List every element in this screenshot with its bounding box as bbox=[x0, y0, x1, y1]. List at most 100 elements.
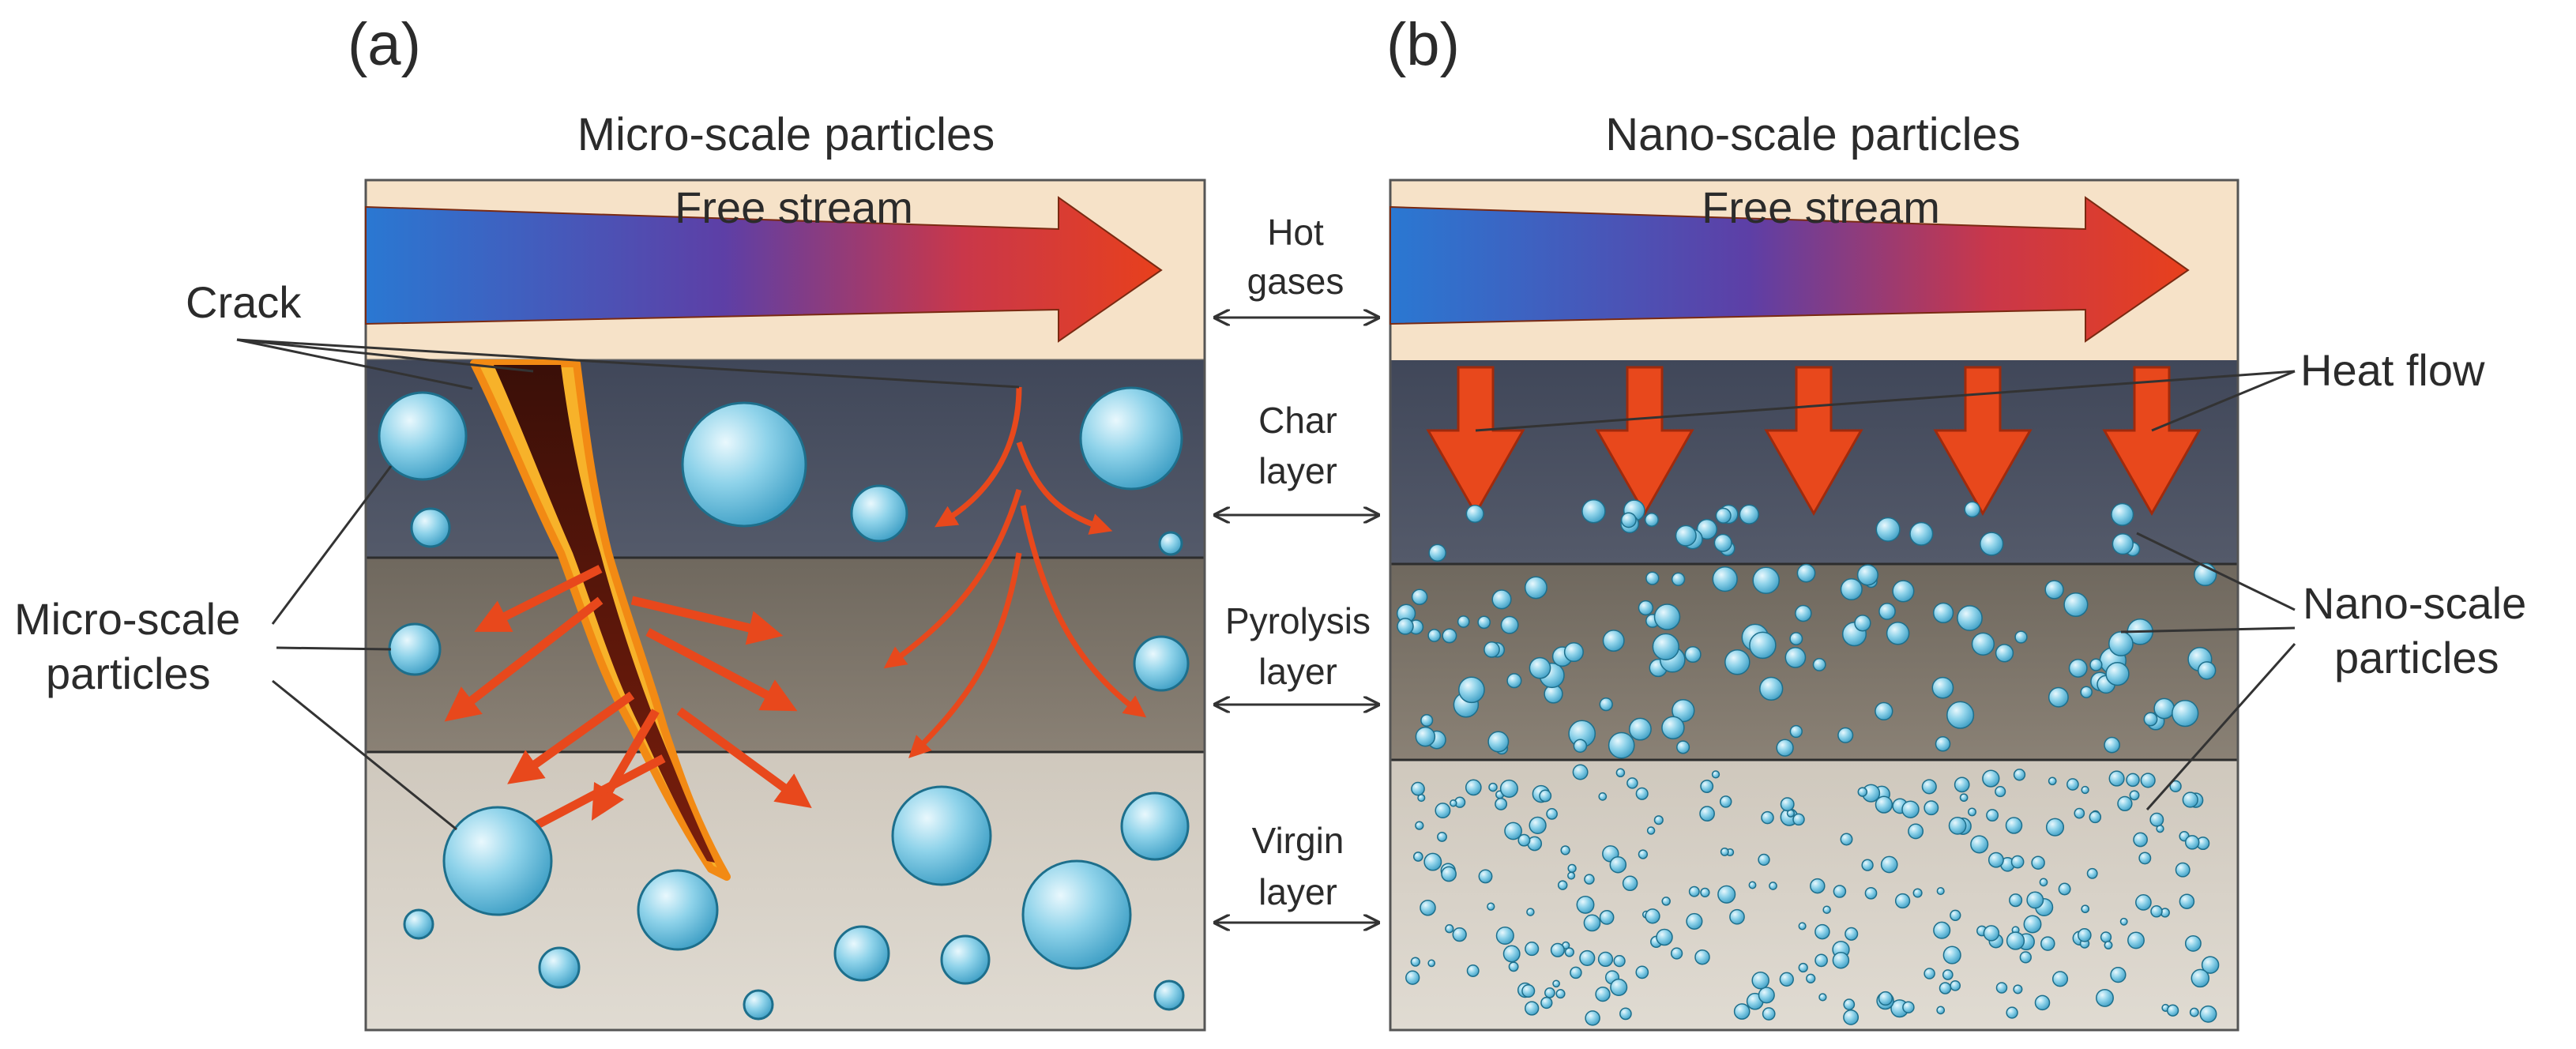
layer-labels: Hot gases Char layer Pyrolysis layer Vir… bbox=[1215, 212, 1378, 923]
particle bbox=[1635, 787, 1649, 800]
particle bbox=[637, 869, 719, 951]
particle bbox=[1661, 897, 1671, 906]
particle bbox=[1622, 875, 1638, 892]
heat-flow-label: Heat flow bbox=[2300, 345, 2485, 395]
particle bbox=[1585, 1010, 1600, 1026]
particle bbox=[1672, 698, 1695, 723]
particle bbox=[1861, 859, 1874, 871]
particle bbox=[940, 934, 991, 985]
particle bbox=[1894, 893, 1911, 909]
particle bbox=[1845, 927, 1859, 941]
particle bbox=[2089, 658, 2103, 671]
particle bbox=[2189, 1007, 2199, 1017]
particle bbox=[1769, 882, 1777, 890]
particle bbox=[1670, 947, 1683, 960]
particle bbox=[1957, 605, 1983, 631]
heat-branches-crack bbox=[444, 565, 812, 846]
particle bbox=[1878, 991, 1893, 1006]
particle bbox=[1427, 959, 1436, 968]
particle bbox=[1995, 786, 2006, 798]
particle bbox=[891, 785, 992, 886]
particle bbox=[1733, 1003, 1751, 1020]
particle bbox=[1397, 618, 1414, 635]
particle bbox=[1555, 989, 1566, 999]
heat-flow-arrow bbox=[1764, 366, 1863, 517]
particle bbox=[1120, 791, 1190, 861]
particle bbox=[1892, 580, 1915, 603]
particle bbox=[1762, 1007, 1776, 1021]
crack-label: Crack bbox=[186, 277, 302, 327]
particle bbox=[2086, 867, 2098, 879]
particle bbox=[1932, 602, 1954, 624]
particle bbox=[1595, 986, 1611, 1002]
particle bbox=[1671, 572, 1686, 586]
particle bbox=[1610, 978, 1628, 996]
particle bbox=[1153, 979, 1185, 1011]
particle bbox=[1645, 908, 1660, 924]
panel-b-tag: (b) bbox=[1386, 11, 1460, 78]
particle bbox=[1795, 604, 1812, 622]
particle bbox=[1525, 942, 1540, 957]
particle bbox=[1420, 713, 1434, 728]
particle bbox=[1864, 886, 1878, 900]
heat-branches-right bbox=[883, 386, 1147, 758]
particle bbox=[538, 946, 581, 989]
particle bbox=[1936, 887, 1945, 896]
particle bbox=[1570, 966, 1582, 979]
particle bbox=[2150, 905, 2163, 918]
particle bbox=[2048, 776, 2057, 786]
particle bbox=[1789, 632, 1803, 646]
particle bbox=[1780, 797, 1795, 812]
particle bbox=[2201, 956, 2220, 974]
particle bbox=[1465, 779, 1482, 796]
particle bbox=[2105, 661, 2130, 686]
particle bbox=[1466, 964, 1480, 977]
particle bbox=[2135, 894, 2152, 911]
particle bbox=[1526, 908, 1535, 916]
particle bbox=[1971, 632, 1995, 656]
particle bbox=[1818, 993, 1827, 1002]
particle bbox=[2110, 966, 2127, 983]
particle bbox=[2045, 818, 2065, 837]
particle bbox=[1954, 776, 1970, 793]
particle bbox=[1423, 852, 1442, 871]
particle bbox=[1613, 954, 1626, 968]
particle bbox=[2005, 817, 2023, 834]
particle bbox=[1840, 577, 1863, 601]
particle bbox=[1452, 927, 1467, 942]
nano-particles bbox=[1396, 498, 2220, 1026]
particle bbox=[1557, 880, 1568, 890]
particle bbox=[1584, 874, 1595, 885]
particle bbox=[1719, 795, 1732, 808]
particle bbox=[1759, 676, 1784, 701]
particle bbox=[1626, 777, 1638, 789]
particle bbox=[1857, 787, 1868, 797]
particle bbox=[1724, 649, 1751, 675]
particle bbox=[1700, 780, 1714, 793]
free-stream-label-b: Free stream bbox=[1702, 182, 1940, 232]
free-stream-arrow-b bbox=[1390, 196, 2190, 343]
particle bbox=[1644, 513, 1659, 527]
particle bbox=[1628, 717, 1652, 741]
particle bbox=[1405, 970, 1420, 985]
particle bbox=[1729, 908, 1745, 925]
particle bbox=[1415, 821, 1424, 830]
particle bbox=[1563, 641, 1584, 663]
pyrolysis-layer-band bbox=[366, 558, 1205, 752]
particle bbox=[1427, 629, 1442, 642]
pyrolysis-layer-line1: Pyrolysis bbox=[1225, 600, 1371, 641]
particle bbox=[1504, 822, 1522, 840]
particle bbox=[1758, 853, 1770, 867]
heat-flow-arrows bbox=[1426, 366, 2202, 517]
hot-gases-line2: gases bbox=[1247, 261, 1344, 302]
particle bbox=[1638, 849, 1649, 859]
particle bbox=[1761, 810, 1774, 825]
particle bbox=[2031, 855, 2045, 870]
particle bbox=[1615, 768, 1626, 778]
particle bbox=[2010, 855, 2025, 869]
particle bbox=[1942, 969, 1954, 980]
particle bbox=[2023, 915, 2042, 934]
particle bbox=[1567, 863, 1577, 874]
particle bbox=[1638, 600, 1654, 616]
particle bbox=[1529, 816, 1547, 835]
